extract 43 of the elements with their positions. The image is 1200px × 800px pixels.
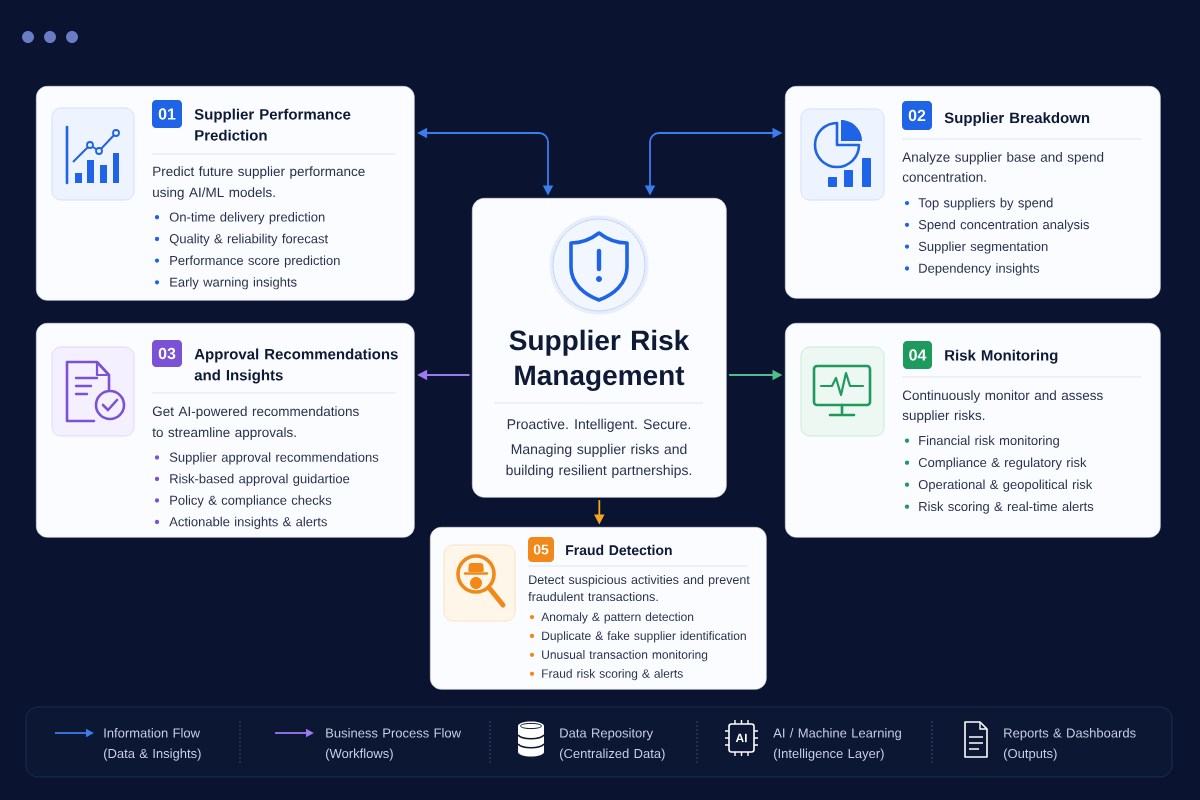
description: Detect suspicious activities and prevent fraudulent transactions. [528,574,750,602]
list-item: Early warning insights [170,277,297,290]
list-item: On-time delivery prediction [169,212,325,225]
number-badge: 04 [903,341,932,369]
legend-text: Information Flow (Data & Insights) [104,728,201,761]
number-badge: 01 [152,100,182,128]
heading: Supplier Risk Management [509,329,690,391]
legend-text: Data Repository (Centralized Data) [560,728,665,761]
tagline: Proactive. Intelligent. Secure. [507,418,691,432]
list-item: Anomaly & pattern detection [541,612,694,624]
list-item: Operational & geopolitical risk [918,479,1093,492]
list-item: Supplier segmentation [918,241,1048,254]
description: Get AI-powered recommendations to streamline approvals. [152,406,359,440]
list-item: Performance score prediction [170,255,340,268]
list-item: Risk-based approval guidartioe [170,473,350,486]
description: Predict future supplier performance using AI/ML models. [153,166,365,200]
list-item: Policy & compliance checks [170,495,332,508]
list-item: Duplicate & fake supplier identification [542,631,746,643]
legend-text: Business Process Flow (Workflows) [326,728,462,761]
card-title: Supplier Breakdown [944,112,1090,127]
card-title: Fraud Detection [566,544,672,556]
list-item: Risk scoring & real-time alerts [919,501,1094,514]
number-badge: 05 [528,537,554,562]
description: Continuously monitor and assess supplier risks. [902,390,1103,423]
list-item: Dependency insights [919,263,1040,276]
number-badge: 02 [902,101,932,130]
legend-text: Reports & Dashboards (Outputs) [1004,728,1136,761]
number-badge: 03 [152,340,182,367]
list-item: Unusual transaction monitoring [542,650,708,662]
description: Managing supplier risks and building resilient partnerships. [506,443,692,478]
list-item: Supplier approval recommendations [169,452,379,465]
description: Analyze supplier base and spend concentration. [902,151,1104,182]
list-item: Spend concentration analysis [918,219,1089,232]
card-title: Supplier Performance Prediction [194,108,351,141]
list-item: Actionable insights & alerts [169,516,327,529]
legend-text: AI / Machine Learning (Intelligence Layer) [773,728,901,761]
list-item: Quality & reliability forecast [169,233,328,246]
list-item: Financial risk monitoring [919,435,1059,448]
card-title: Approval Recommendations and Insights [194,348,398,384]
list-item: Fraud risk scoring & alerts [542,669,683,681]
card-title: Risk Monitoring [945,349,1058,364]
list-item: Top suppliers by spend [918,197,1053,210]
list-item: Compliance & regulatory risk [918,457,1087,470]
